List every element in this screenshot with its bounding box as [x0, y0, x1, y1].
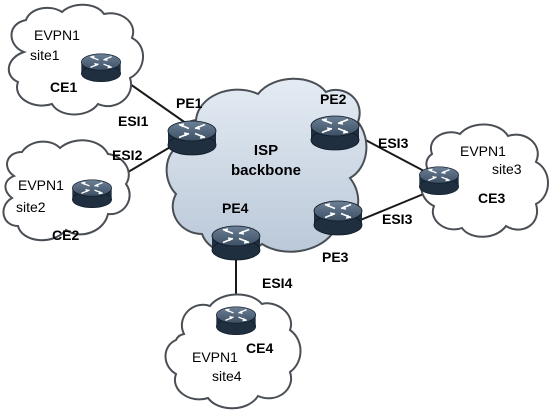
esi3-top-label: ESI3 — [378, 135, 409, 151]
router-pe3 — [313, 200, 363, 236]
esi1-label: ESI1 — [118, 113, 149, 129]
cloud-site2 — [2, 139, 131, 242]
ce2-label: CE2 — [52, 227, 79, 243]
pe3-label: PE3 — [322, 249, 349, 265]
router-ce1 — [80, 53, 122, 83]
link-pe2-ce3 — [357, 135, 425, 172]
site2-site-label: site2 — [16, 199, 46, 215]
pe1-label: PE1 — [176, 95, 203, 111]
isp-label-line2: backbone — [231, 162, 301, 179]
site3-site-label: site3 — [492, 161, 522, 177]
esi3-bottom-label: ESI3 — [382, 211, 413, 227]
esi2-label: ESI2 — [112, 147, 143, 163]
ce3-label: CE3 — [478, 190, 505, 206]
esi4-label: ESI4 — [262, 275, 293, 291]
pe2-label: PE2 — [320, 91, 347, 107]
cloud-site4 — [164, 293, 302, 410]
site3-evpn-label: EVPN1 — [460, 143, 506, 159]
cloud-site1 — [8, 3, 144, 116]
site1-site-label: site1 — [30, 47, 60, 63]
router-ce3 — [418, 166, 460, 196]
isp-label-line1: ISP — [254, 142, 278, 159]
site1-evpn-label: EVPN1 — [34, 27, 80, 43]
router-pe1 — [167, 120, 217, 156]
pe4-label: PE4 — [222, 200, 249, 216]
site4-site-label: site4 — [212, 368, 242, 384]
router-ce4 — [215, 306, 257, 336]
ce1-label: CE1 — [50, 79, 77, 95]
link-pe3-ce3 — [357, 192, 427, 222]
ce4-label: CE4 — [246, 340, 273, 356]
site4-evpn-label: EVPN1 — [192, 349, 238, 365]
site2-evpn-label: EVPN1 — [18, 177, 64, 193]
router-pe2 — [310, 115, 360, 151]
router-ce2 — [71, 179, 113, 209]
router-pe4 — [211, 225, 261, 261]
